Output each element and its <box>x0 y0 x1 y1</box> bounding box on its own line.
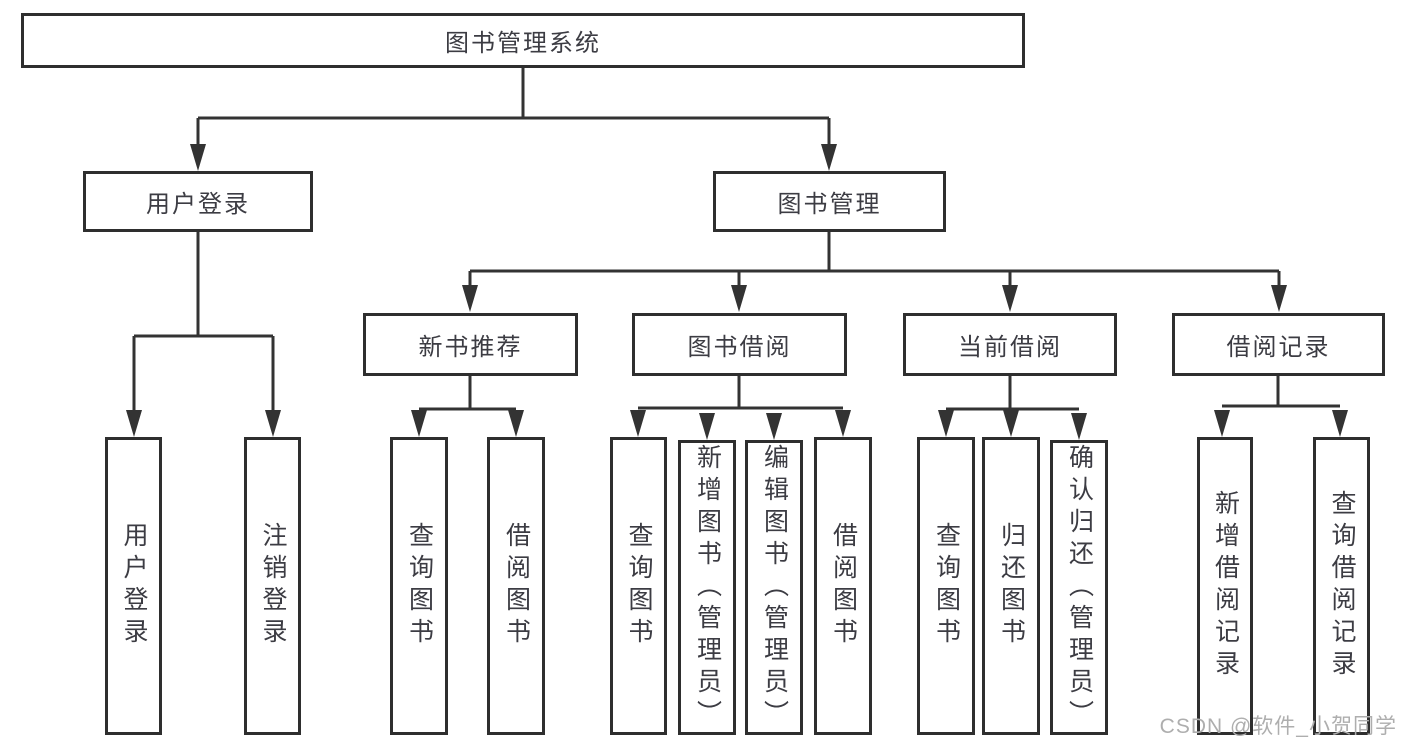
node-label: 查询图书 <box>932 522 961 650</box>
node-label: 新增借阅记录 <box>1211 490 1240 682</box>
node-label: 借阅图书 <box>502 522 531 650</box>
arrowheads <box>126 144 1348 440</box>
node-label: 图书管理 <box>777 191 882 218</box>
leaf-add-borrow-record: 新增借阅记录 <box>1197 437 1253 735</box>
node-label: 归还图书 <box>997 522 1026 650</box>
node-label: 新增图书（管理员） <box>693 443 722 732</box>
leaf-edit-book-admin: 编辑图书（管理员） <box>745 440 803 735</box>
node-new-book-recommendation: 新书推荐 <box>363 313 578 376</box>
leaf-query-books-current: 查询图书 <box>917 437 975 735</box>
leaf-user-login: 用户登录 <box>105 437 162 735</box>
node-book-management: 图书管理 <box>713 171 946 232</box>
tree-edges <box>132 68 1340 413</box>
node-label: 图书管理系统 <box>445 30 601 57</box>
node-current-borrowing: 当前借阅 <box>903 313 1117 376</box>
leaf-query-books-recommend: 查询图书 <box>390 437 448 735</box>
leaf-return-book: 归还图书 <box>982 437 1040 735</box>
node-label: 确认归还（管理员） <box>1065 443 1094 732</box>
node-label: 用户登录 <box>120 522 148 650</box>
csdn-watermark: CSDN @软件_小贺同学 <box>1159 715 1397 738</box>
node-library-management-system: 图书管理系统 <box>21 13 1025 68</box>
leaf-query-borrow-record: 查询借阅记录 <box>1313 437 1370 735</box>
node-label: 编辑图书（管理员） <box>760 443 789 732</box>
node-label: 注销登录 <box>259 522 287 650</box>
node-label: 查询图书 <box>405 522 434 650</box>
leaf-query-books-borrow: 查询图书 <box>610 437 667 735</box>
leaf-borrow-books-recommend: 借阅图书 <box>487 437 545 735</box>
leaf-add-book-admin: 新增图书（管理员） <box>678 440 736 735</box>
node-book-borrowing: 图书借阅 <box>632 313 847 376</box>
node-label: 借阅记录 <box>1226 334 1331 361</box>
node-label: 查询借阅记录 <box>1328 490 1356 682</box>
node-label: 当前借阅 <box>958 334 1062 361</box>
leaf-borrow-books: 借阅图书 <box>814 437 872 735</box>
node-label: 用户登录 <box>146 191 250 218</box>
node-label: 查询图书 <box>625 522 653 650</box>
node-label: 借阅图书 <box>829 522 858 650</box>
node-label: 图书借阅 <box>687 334 792 361</box>
leaf-confirm-return-admin: 确认归还（管理员） <box>1050 440 1108 735</box>
node-label: 新书推荐 <box>418 334 523 361</box>
node-borrowing-records: 借阅记录 <box>1172 313 1385 376</box>
leaf-logout: 注销登录 <box>244 437 301 735</box>
node-user-login: 用户登录 <box>83 171 313 232</box>
